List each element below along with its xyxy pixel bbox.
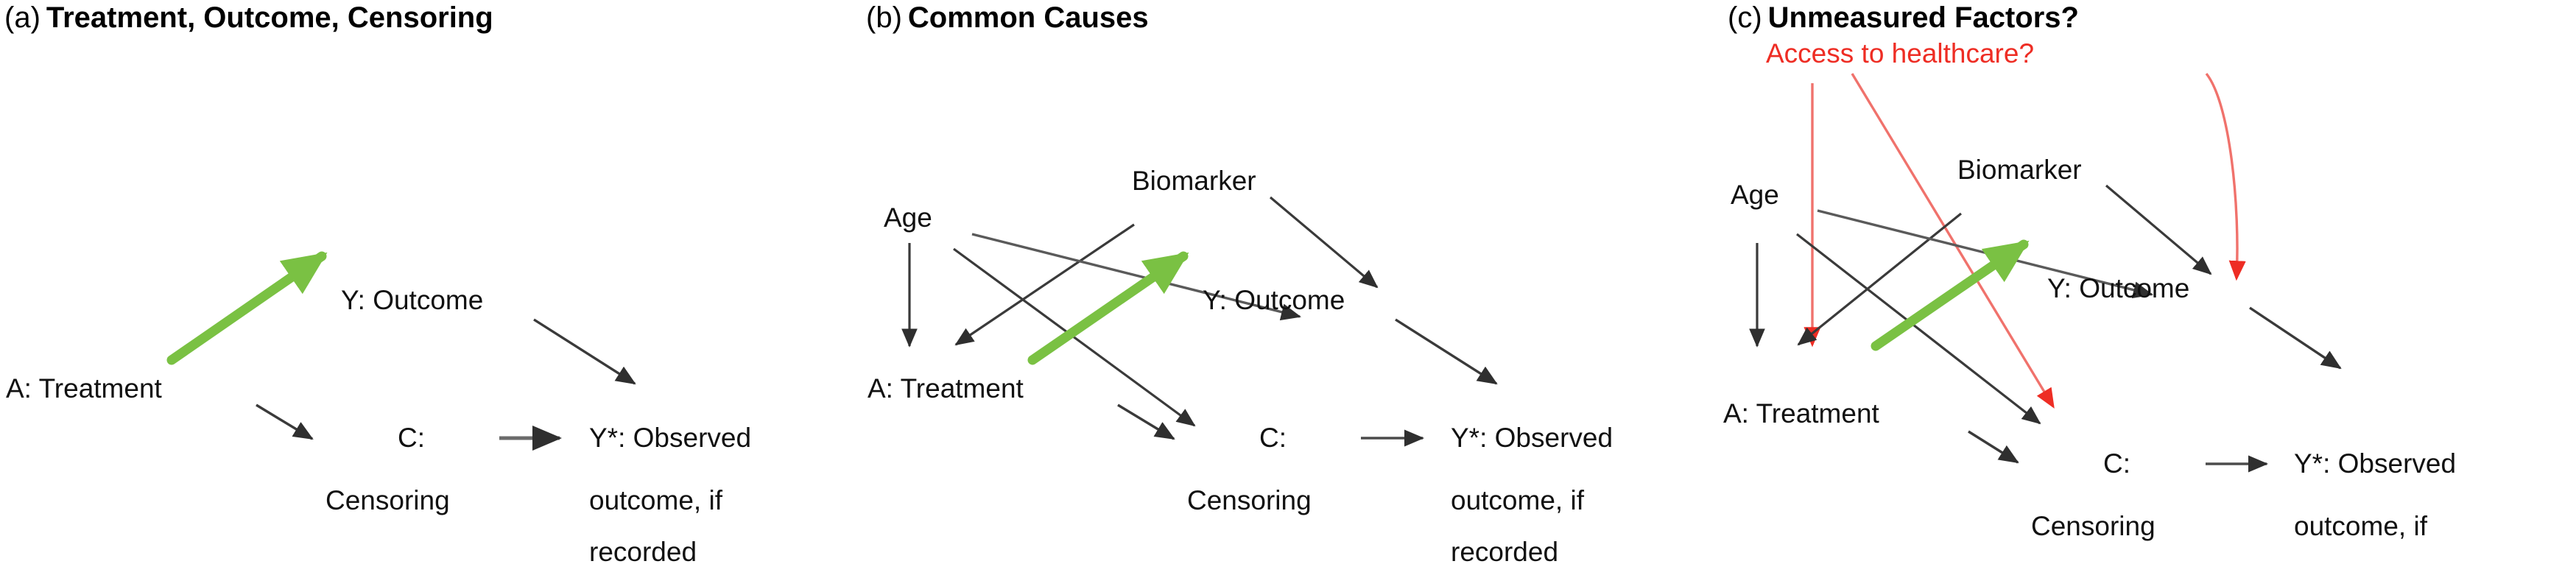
- node-censoring-line1: C:: [398, 423, 425, 453]
- edge-treatment-to-censoring: [1968, 430, 2019, 464]
- node-outcome: Y: Outcome: [2047, 273, 2189, 303]
- node-observed-line2: outcome, if: [1451, 485, 1585, 515]
- node-observed-line1: Y*: Observed: [589, 423, 751, 453]
- node-treatment: A: Treatment: [6, 373, 163, 403]
- node-outcome: Y: Outcome: [341, 285, 483, 315]
- edge-biomarker-to-outcome: [2105, 184, 2212, 275]
- edge-outcome-to-observed: [1395, 318, 1498, 385]
- node-observed-line3: recorded: [2294, 563, 2401, 564]
- node-treatment: A: Treatment: [1723, 398, 1880, 429]
- panel-b-tag: (b): [866, 1, 902, 34]
- panel-a-graph: Y: Outcome A: Treatment C: Censoring Y*:…: [6, 251, 751, 564]
- node-biomarker: Biomarker: [1957, 155, 2082, 185]
- edge-outcome-to-observed: [533, 318, 636, 385]
- edge-treatment-to-outcome: [1027, 251, 1189, 365]
- panel-a-heading: Treatment, Outcome, Censoring: [46, 1, 493, 34]
- edge-outcome-to-observed: [2249, 306, 2342, 370]
- panel-b-heading: Common Causes: [907, 1, 1149, 34]
- node-age: Age: [884, 202, 932, 233]
- node-observed-line3: recorded: [589, 537, 697, 564]
- observed-symbol: Y*: [2294, 448, 2323, 479]
- edge-treatment-to-censoring: [256, 403, 314, 440]
- node-censoring-line2: Censoring: [2031, 511, 2156, 541]
- panel-c: (c)Unmeasured Factors?: [1723, 0, 2576, 564]
- panel-c-title: (c)Unmeasured Factors?: [1728, 1, 2079, 34]
- edge-biomarker-to-treatment: [954, 223, 1135, 346]
- edge-unmeasured-to-censoring: [1851, 73, 2055, 409]
- node-treatment: A: Treatment: [868, 373, 1024, 403]
- edge-treatment-to-outcome: [166, 251, 328, 365]
- node-observed-line3: recorded: [1451, 537, 1558, 564]
- node-censoring-line2: Censoring: [1187, 485, 1312, 515]
- node-observed-line2: outcome, if: [589, 485, 723, 515]
- observed-line1-rest: : Observed: [618, 423, 751, 453]
- edge-treatment-to-censoring: [1117, 403, 1175, 440]
- observed-symbol: Y*: [589, 423, 618, 453]
- node-observed-line1: Y*: Observed: [1451, 423, 1613, 453]
- node-age: Age: [1731, 180, 1779, 210]
- panel-a-title: (a)Treatment, Outcome, Censoring: [4, 1, 493, 34]
- panel-a: (a)Treatment, Outcome, Censoring Y: [0, 0, 862, 564]
- edge-unmeasured-to-outcome: [2205, 72, 2246, 281]
- panel-a-tag: (a): [4, 1, 41, 34]
- edge-biomarker-to-outcome: [1269, 196, 1379, 289]
- node-censoring-line1: C:: [2103, 448, 2130, 479]
- edge-age-to-censoring: [1796, 233, 2041, 425]
- node-outcome: Y: Outcome: [1203, 285, 1345, 315]
- panel-b: (b)Common Causes: [862, 0, 1723, 564]
- observed-line1-rest: : Observed: [2323, 448, 2456, 479]
- panel-b-graph: Biomarker Age Y: Outcome A: Treatment C:…: [868, 166, 1613, 564]
- node-observed-line1: Y*: Observed: [2294, 448, 2456, 479]
- panel-b-title: (b)Common Causes: [866, 1, 1149, 34]
- edge-treatment-to-outcome: [1871, 239, 2030, 351]
- edge-biomarker-to-treatment: [1797, 212, 1963, 346]
- node-censoring-line1: C:: [1259, 423, 1287, 453]
- node-unmeasured-access: Access to healthcare?: [1766, 38, 2034, 68]
- observed-symbol: Y*: [1451, 423, 1479, 453]
- node-biomarker: Biomarker: [1132, 166, 1256, 196]
- panel-c-heading: Unmeasured Factors?: [1767, 1, 2079, 34]
- node-censoring-line2: Censoring: [325, 485, 450, 515]
- panel-c-graph: Access to healthcare? Biomarker Age Y: O…: [1723, 38, 2456, 564]
- edge-age-to-outcome: [971, 233, 1301, 321]
- node-observed-line2: outcome, if: [2294, 511, 2428, 541]
- observed-line1-rest: : Observed: [1479, 423, 1613, 453]
- panel-c-tag: (c): [1728, 1, 1762, 34]
